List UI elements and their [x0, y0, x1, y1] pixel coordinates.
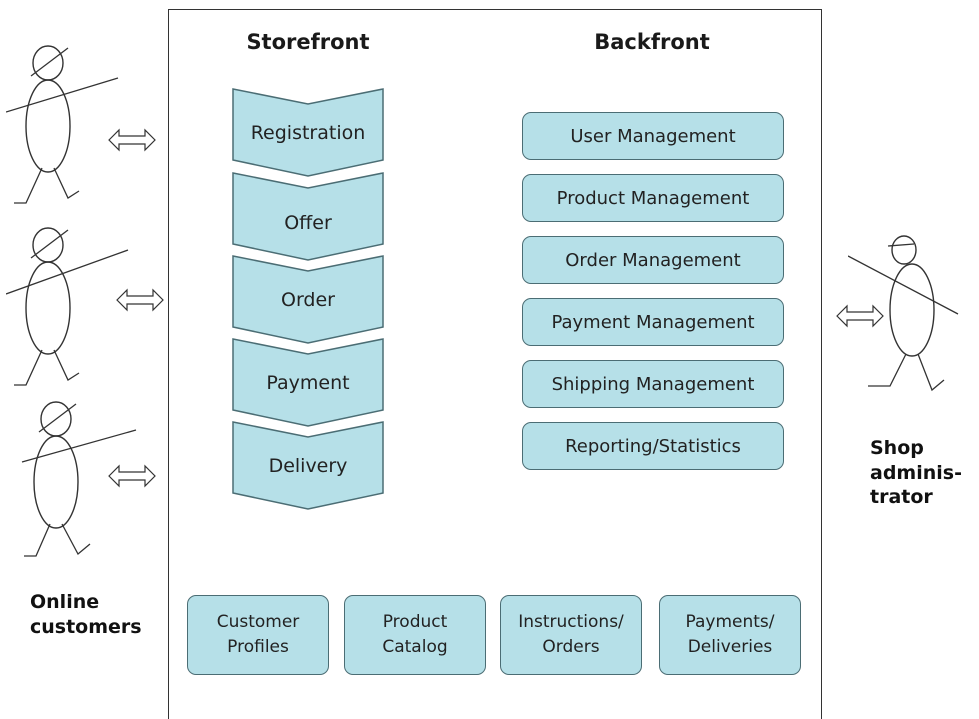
- online-customers-label-line: Online: [30, 591, 100, 613]
- data-store-line: Catalog: [382, 637, 448, 657]
- backfront-module-reporting: Reporting/Statistics: [522, 422, 784, 470]
- shop-administrator-label-line: trator: [870, 486, 933, 509]
- double-arrow-icon: [836, 304, 884, 328]
- storefront-step-delivery: Delivery: [232, 421, 384, 511]
- storefront-step-label: Registration: [250, 122, 366, 144]
- double-arrow-icon: [116, 288, 164, 312]
- online-customers-label-line: customers: [30, 615, 142, 638]
- data-store-line: Payments/: [685, 612, 775, 633]
- stick-figure-icon: [848, 235, 959, 392]
- stick-figure-icon: [6, 45, 119, 204]
- data-store-payments-deliveries: Payments/ Deliveries: [659, 595, 801, 675]
- data-store-line: Product: [382, 612, 448, 633]
- backfront-module-payment: Payment Management: [522, 298, 784, 346]
- shop-administrator-label-line: Shop: [870, 437, 924, 459]
- data-store-product-catalog: Product Catalog: [344, 595, 486, 675]
- storefront-step-label: Order: [281, 289, 335, 311]
- data-store-line: Deliveries: [687, 637, 773, 657]
- system-boundary: [168, 9, 822, 719]
- double-arrow-icon: [108, 464, 156, 488]
- backfront-module-order: Order Management: [522, 236, 784, 284]
- data-store-instructions-orders: Instructions/ Orders: [500, 595, 642, 675]
- backfront-module-user: User Management: [522, 112, 784, 160]
- data-store-line: Customer: [216, 612, 300, 633]
- storefront-step-payment: Payment: [232, 338, 384, 428]
- backfront-module-product: Product Management: [522, 174, 784, 222]
- storefront-step-label: Delivery: [268, 455, 348, 477]
- stick-figure-icon: [6, 227, 129, 386]
- storefront-heading: Storefront: [246, 30, 370, 54]
- data-store-line: Orders: [542, 637, 600, 657]
- shop-administrator-label: Shop adminis- trator: [870, 436, 962, 510]
- backfront-heading: Backfront: [594, 30, 710, 54]
- storefront-step-label: Offer: [284, 212, 332, 234]
- storefront-step-registration: Registration: [232, 88, 384, 178]
- data-store-line: Instructions/: [518, 612, 624, 633]
- data-store-line: Profiles: [227, 637, 289, 657]
- storefront-step-label: Payment: [266, 372, 350, 394]
- data-store-customer-profiles: Customer Profiles: [187, 595, 329, 675]
- backfront-module-shipping: Shipping Management: [522, 360, 784, 408]
- stick-figure-icon: [21, 401, 137, 557]
- online-customers-label: Online customers: [30, 590, 142, 639]
- storefront-step-offer: Offer: [232, 172, 384, 262]
- shop-administrator-label-line: adminis-: [870, 461, 962, 484]
- double-arrow-icon: [108, 128, 156, 152]
- storefront-step-order: Order: [232, 255, 384, 345]
